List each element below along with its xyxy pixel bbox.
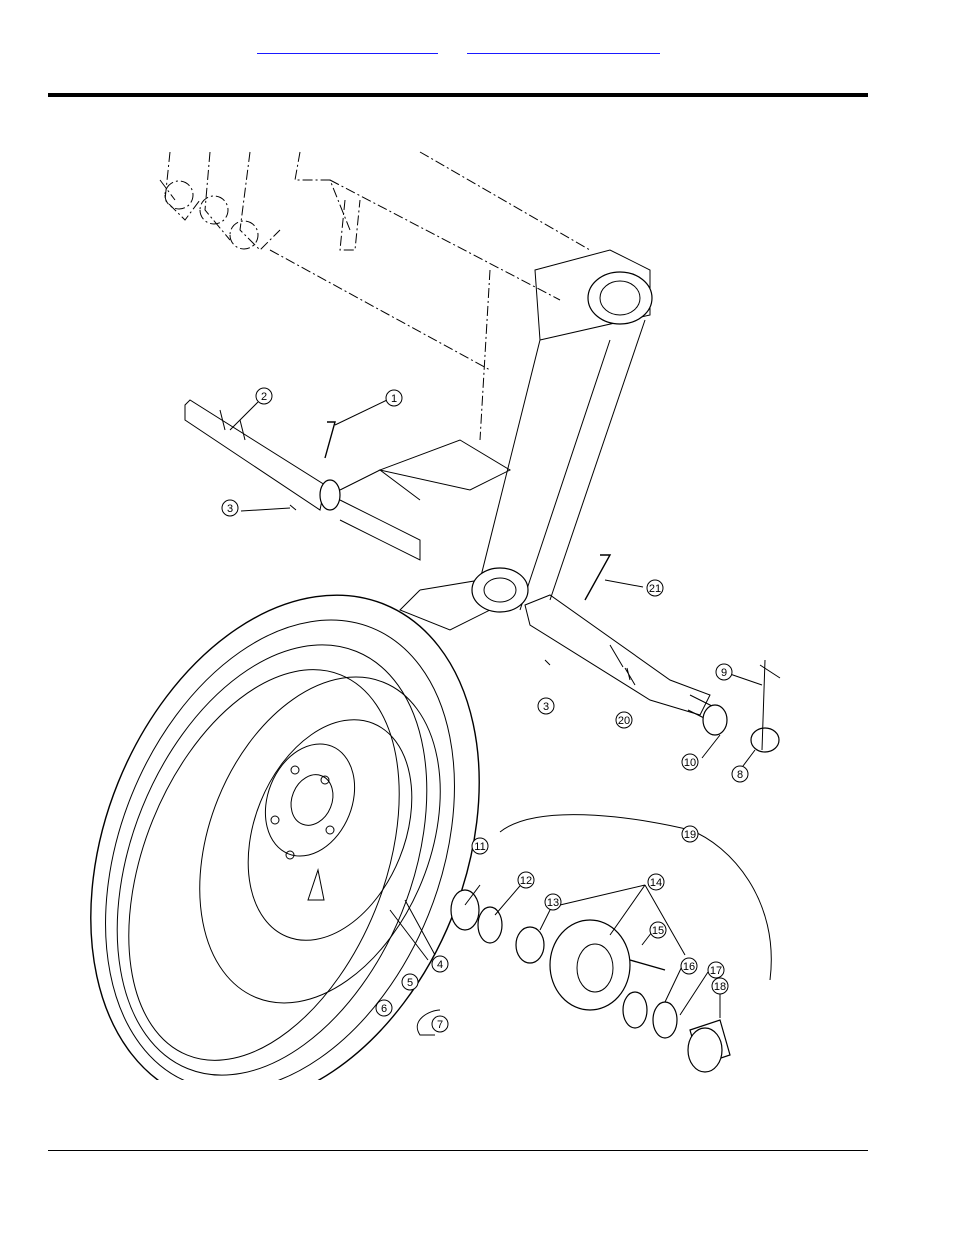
bolts [290,422,610,665]
callout-12: 12 [518,872,534,888]
svg-text:15: 15 [652,925,664,937]
svg-text:13: 13 [547,897,559,909]
callout-3a: 3 [222,500,238,516]
header-rule [48,93,868,97]
callout-1: 1 [386,390,402,406]
svg-text:10: 10 [684,757,696,769]
svg-text:16: 16 [683,961,695,973]
svg-text:19: 19 [684,829,696,841]
svg-text:4: 4 [437,959,443,971]
axle-hardware [703,660,780,752]
svg-text:1: 1 [391,393,397,405]
callout-3b: 3 [538,698,554,714]
svg-text:21: 21 [649,583,661,595]
svg-text:12: 12 [520,875,532,887]
svg-text:7: 7 [437,1019,443,1031]
footer-rule [48,1150,868,1151]
callout-14: 14 [648,874,664,890]
callout-2: 2 [256,388,272,404]
svg-text:6: 6 [381,1003,387,1015]
header-link-1[interactable] [257,38,438,54]
callout-6: 6 [376,1000,392,1016]
svg-text:14: 14 [650,877,662,889]
callout-8: 8 [732,766,748,782]
hub-assembly [451,890,730,1072]
callout-19: 19 [682,826,698,842]
callout-18: 18 [712,978,728,994]
svg-text:5: 5 [407,977,413,989]
header-link-2[interactable] [467,38,660,54]
callout-4: 4 [432,956,448,972]
svg-text:20: 20 [618,715,630,727]
callout-7: 7 [432,1016,448,1032]
svg-text:8: 8 [737,769,743,781]
callout-9: 9 [716,664,732,680]
callout-21: 21 [647,580,663,596]
pivot-arm [340,250,652,630]
svg-text:11: 11 [474,841,485,853]
svg-text:9: 9 [721,667,727,679]
svg-text:18: 18 [714,981,726,993]
callout-5: 5 [402,974,418,990]
tire-wheel [90,537,551,1080]
parts-diagram: 1 2 3 3 4 5 6 7 8 9 10 11 12 13 14 15 16… [90,140,790,1080]
callout-10: 10 [682,754,698,770]
spindle-left [185,400,420,560]
callout-15: 15 [650,922,666,938]
callout-13: 13 [545,894,561,910]
svg-text:3: 3 [227,503,233,515]
callout-20: 20 [616,712,632,728]
svg-text:2: 2 [261,391,267,403]
callout-11: 11 [472,838,488,854]
callout-17: 17 [708,962,724,978]
svg-text:17: 17 [710,965,722,977]
callout-16: 16 [681,958,697,974]
svg-text:3: 3 [543,701,549,713]
